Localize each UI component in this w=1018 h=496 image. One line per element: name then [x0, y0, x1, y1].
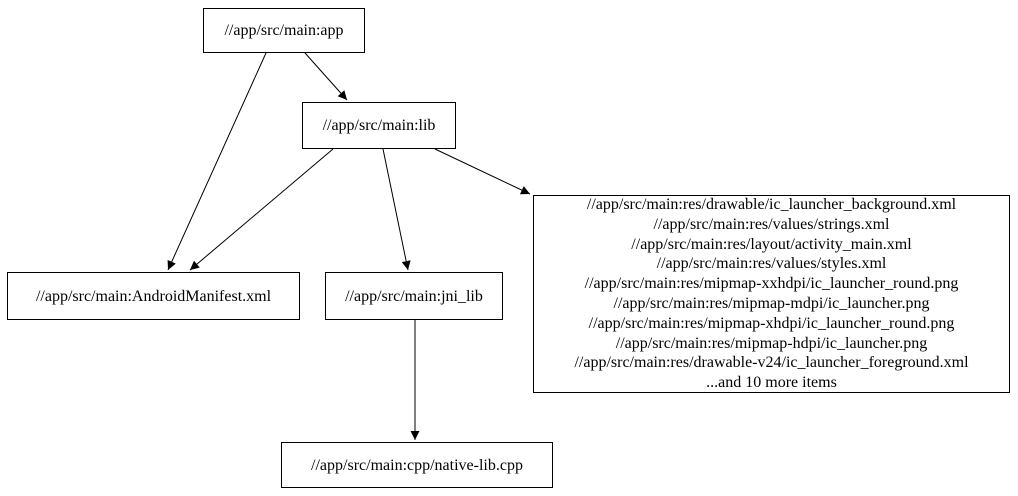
node-android-manifest: //app/src/main:AndroidManifest.xml	[7, 272, 300, 320]
resource-item: //app/src/main:res/mipmap-hdpi/ic_launch…	[615, 334, 928, 352]
edge-lib-to-jnilib	[382, 148, 411, 271]
edge-app-to-lib	[304, 52, 348, 101]
resource-item: //app/src/main:res/mipmap-mdpi/ic_launch…	[613, 295, 930, 312]
edge-lib-to-resources	[434, 148, 531, 195]
resource-item: //app/src/main:res/drawable-v24/ic_launc…	[574, 354, 969, 372]
node-jni-lib-label: //app/src/main:jni_lib	[345, 287, 483, 305]
node-lib: //app/src/main:lib	[302, 102, 456, 149]
node-lib-label: //app/src/main:lib	[322, 117, 436, 134]
resource-item: //app/src/main:res/mipmap-xhdpi/ic_launc…	[588, 314, 955, 332]
resource-item: //app/src/main:res/drawable/ic_launcher_…	[586, 196, 957, 214]
node-app: //app/src/main:app	[203, 8, 365, 53]
resource-item: //app/src/main:res/layout/activity_main.…	[631, 235, 912, 253]
resources-more-items: ...and 10 more items	[706, 374, 837, 392]
node-resources-group: //app/src/main:res/drawable/ic_launcher_…	[533, 195, 1010, 393]
node-native-lib-cpp: //app/src/main:cpp/native-lib.cpp	[281, 442, 553, 488]
edge-app-to-manifest	[167, 52, 267, 271]
edge-lib-to-manifest	[189, 148, 334, 271]
resource-item: //app/src/main:res/mipmap-xxhdpi/ic_laun…	[584, 275, 959, 293]
node-app-label: //app/src/main:app	[224, 22, 344, 39]
node-native-lib-cpp-label: //app/src/main:cpp/native-lib.cpp	[311, 456, 523, 474]
node-android-manifest-label: //app/src/main:AndroidManifest.xml	[35, 287, 272, 305]
node-jni-lib: //app/src/main:jni_lib	[325, 272, 503, 320]
resource-item: //app/src/main:res/values/strings.xml	[653, 215, 890, 233]
resource-item: //app/src/main:res/values/styles.xml	[656, 255, 887, 273]
